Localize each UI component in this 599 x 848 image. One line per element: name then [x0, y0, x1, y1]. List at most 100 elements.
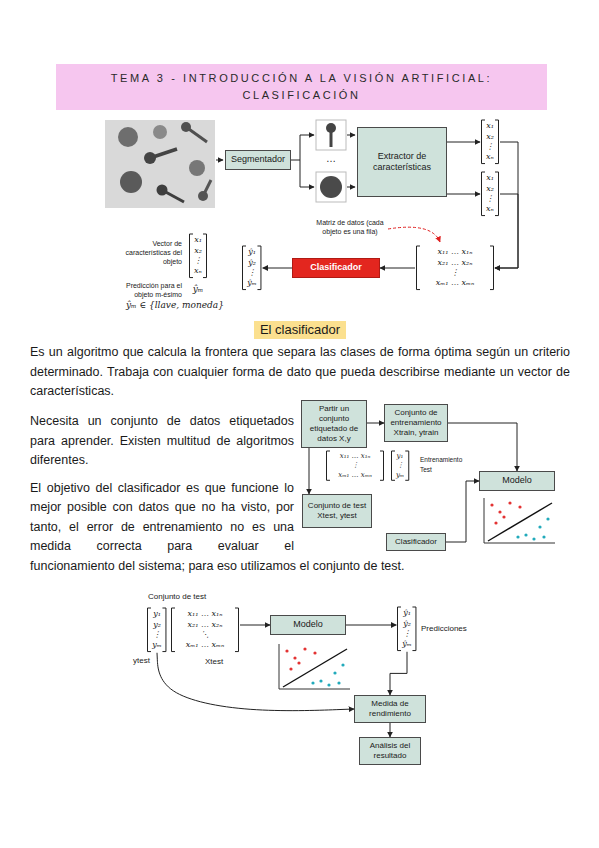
- matrix-bracket: y₁y₂⋮yₘ: [146, 607, 167, 653]
- matrix-entry: x₁: [486, 121, 494, 131]
- box-label: Análisis del resultado: [365, 741, 415, 761]
- key-shaft: [186, 127, 207, 142]
- page-title: TEMA 3 - INTRODUCCIÓN A LA VISIÓN ARTIFI…: [62, 70, 541, 104]
- box-label: Segmentador: [231, 154, 285, 165]
- matrix-entry: ⋮: [194, 256, 202, 266]
- matrix-entry: y₂: [153, 620, 161, 630]
- bracket-line: [190, 234, 194, 278]
- matrix-entry: ⋮: [486, 142, 494, 152]
- flow-connector: [309, 448, 310, 494]
- flow-connector: [346, 625, 396, 626]
- flow-arrow: [347, 135, 355, 136]
- matrix-entry: y₁: [153, 609, 161, 619]
- flow-arrow: [216, 160, 223, 161]
- paragraph: Es un algoritmo que calcula la frontera …: [30, 343, 570, 402]
- math-symbol: ŷₘ: [188, 284, 208, 295]
- process-box: Segmentador: [225, 150, 291, 170]
- bracket-line: [490, 246, 494, 290]
- flow-connector: [446, 481, 479, 542]
- box-label: Partir un conjunto etiquetado de datos X…: [307, 404, 361, 444]
- matrix-entry: ŷ₂: [248, 258, 256, 268]
- objects-photo: [105, 120, 215, 208]
- matrix-entry: ⋮: [403, 629, 411, 639]
- matrix-entry: x₂: [194, 246, 202, 256]
- ellipsis-mark: …: [321, 153, 341, 166]
- matrix-entry: x₂₁ … x₂ₙ: [438, 258, 473, 268]
- process-box: Modelo: [479, 471, 555, 491]
- box-label: Clasificador: [395, 537, 437, 547]
- box-label: Extractor de características: [363, 151, 441, 174]
- split-line: [291, 135, 300, 187]
- matrix-bracket: x₁₁ … x₁ₙx₂₁ … x₂ₙ⋮xₘ₁ … xₘₙ: [415, 245, 495, 291]
- coin-thumbnail: [316, 172, 346, 202]
- flow-connector: [240, 625, 270, 626]
- matrix-entry: x₁₁ … x₁ₙ: [340, 452, 371, 461]
- matrix-entry: ⋮: [153, 630, 161, 640]
- flow-arrow: [347, 187, 355, 188]
- key-thumbnail: [316, 120, 346, 150]
- flow-connector: [263, 268, 292, 269]
- box-label: Medida de rendimiento: [360, 699, 420, 719]
- matrix-entry: ⋱: [201, 630, 209, 640]
- bracket-line: [235, 608, 239, 652]
- split-label: Entrenamiento: [420, 456, 468, 464]
- coin: [189, 160, 205, 176]
- process-box: Partir un conjunto etiquetado de datos X…: [301, 400, 367, 448]
- output-label: Predicciones: [421, 624, 481, 634]
- matrix-bracket: x₁₁ … x₁ₙx₂₁ … x₂ₙ⋱xₘ₁ … xₘₙ: [170, 607, 240, 653]
- matrix-bracket: ŷ₁ŷ₂⋮ŷₘ: [396, 606, 417, 652]
- bracket-line: [163, 608, 167, 652]
- matrix-bracket: y₁⋮yₘ: [390, 450, 410, 481]
- flow-connector: [447, 142, 480, 143]
- flow-connector: [367, 423, 384, 424]
- matrix-bracket: x₁x₂⋮xₙ: [188, 233, 208, 279]
- bracket-line: [243, 246, 247, 290]
- matrix-bracket: x₁x₂⋮xₙ: [480, 119, 500, 165]
- matrix-entry: ⋮: [248, 268, 256, 278]
- side-note: Predicción para el objeto m-ésimo: [112, 282, 182, 300]
- box-label: Conjunto de entrenamiento: [390, 408, 442, 428]
- matrix-entry: ⋮: [451, 268, 459, 278]
- model-plot: [279, 644, 350, 689]
- matrix-entry: ⋮: [486, 194, 494, 204]
- group-label: Conjunto de test: [148, 592, 228, 602]
- flow-arrow: [300, 187, 314, 188]
- matrix-bracket: x₁x₂⋮xₙ: [480, 171, 500, 217]
- coin: [153, 125, 167, 139]
- matrix-entry: x₁: [486, 173, 494, 183]
- section-heading: El clasificador: [254, 321, 346, 339]
- process-box: Conjunto de testXtest, ytest: [302, 494, 372, 528]
- process-box: Análisis del resultado: [359, 737, 421, 765]
- bracket-line: [148, 608, 152, 652]
- box-label: Conjunto de test: [308, 501, 366, 511]
- bracket-line: [495, 172, 499, 216]
- pipeline-lines: [216, 135, 355, 187]
- flow-connector: [380, 268, 415, 269]
- matrix-entry: yₘ: [396, 471, 404, 480]
- matrix-entry: ŷ₂: [403, 619, 411, 629]
- bracket-line: [380, 451, 384, 480]
- title-band: TEMA 3 - INTRODUCCIÓN A LA VISIÓN ARTIFI…: [56, 64, 547, 110]
- process-box: Modelo: [270, 615, 346, 635]
- matrix-entry: xₘ₁ … xₘₙ: [436, 278, 474, 288]
- bracket-line: [482, 120, 486, 164]
- matrix-entry: ŷ₁: [403, 608, 411, 618]
- classifier-box: Clasificador: [292, 258, 380, 278]
- key-shaft: [162, 190, 184, 202]
- model-plot: [484, 498, 555, 543]
- text-flow: Necesita un conjunto de datos etiquetado…: [30, 412, 570, 576]
- box-label: Clasificador: [310, 262, 362, 273]
- process-box: Conjunto de entrenamientoXtrain, ytrain: [384, 404, 448, 442]
- box-label: Xtrain, ytrain: [394, 428, 439, 438]
- key-shaft: [203, 180, 211, 196]
- math-expression: ŷₘ ∈ {llave, moneda}: [126, 300, 238, 311]
- process-box: Extractor de características: [357, 127, 447, 197]
- key-shaft: [150, 149, 177, 158]
- matrix-entry: ŷ₁: [248, 247, 256, 257]
- paragraph: El objetivo del clasificador es que func…: [30, 479, 570, 577]
- side-note: Vector de características del objeto: [112, 240, 182, 266]
- matrix-entry: xₘ₁ … xₘₙ: [186, 640, 224, 650]
- box-label: Modelo: [502, 475, 532, 486]
- matrix-entry: xₙ: [486, 152, 494, 162]
- bracket-line: [398, 607, 402, 651]
